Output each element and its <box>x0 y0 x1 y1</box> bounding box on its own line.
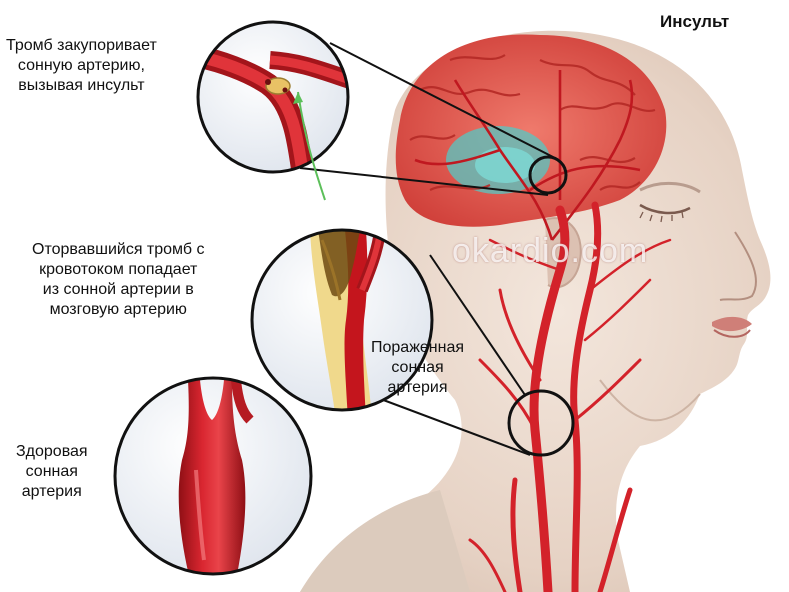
label-line: вызывая инсульт <box>6 76 157 96</box>
label-affected-artery: Пораженная сонная артерия <box>371 338 464 398</box>
label-detached-thrombus: Оторвавшийся тромб с кровотоком попадает… <box>32 240 204 320</box>
label-thrombus-blocks-artery: Тромб закупоривает сонную артерию, вызыв… <box>6 36 157 96</box>
blocked-artery-magnifier <box>190 22 350 190</box>
label-line: из сонной артерии в <box>32 280 204 300</box>
label-line: Пораженная <box>371 338 464 358</box>
label-line: сонная <box>16 462 88 482</box>
healthy-artery-magnifier <box>115 378 311 580</box>
watermark-text: okardio.com <box>452 232 648 271</box>
label-line: артерия <box>16 482 88 502</box>
diagram-title: Инсульт <box>660 12 729 32</box>
label-line: кровотоком попадает <box>32 260 204 280</box>
label-line: Тромб закупоривает <box>6 36 157 56</box>
label-line: сонная <box>371 358 464 378</box>
label-line: Оторвавшийся тромб с <box>32 240 204 260</box>
label-line: мозговую артерию <box>32 300 204 320</box>
label-line: сонную артерию, <box>6 56 157 76</box>
label-healthy-artery: Здоровая сонная артерия <box>16 442 88 502</box>
label-line: Здоровая <box>16 442 88 462</box>
label-line: артерия <box>371 378 464 398</box>
